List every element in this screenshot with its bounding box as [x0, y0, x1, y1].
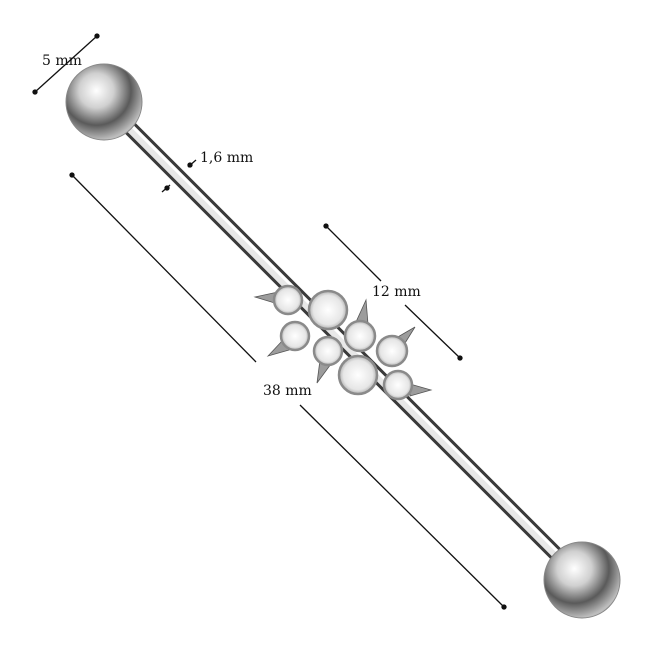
top-ball: [65, 63, 143, 141]
gem-cluster: [272, 284, 414, 401]
ornament-size-label: 12 mm: [372, 284, 421, 300]
bar-thickness-label: 1,6 mm: [200, 150, 254, 166]
bar-length-label: 38 mm: [263, 383, 312, 399]
dimension-lines: [32, 33, 507, 610]
bottom-ball: [543, 541, 621, 619]
ball-diameter-label: 5 mm: [42, 53, 82, 69]
